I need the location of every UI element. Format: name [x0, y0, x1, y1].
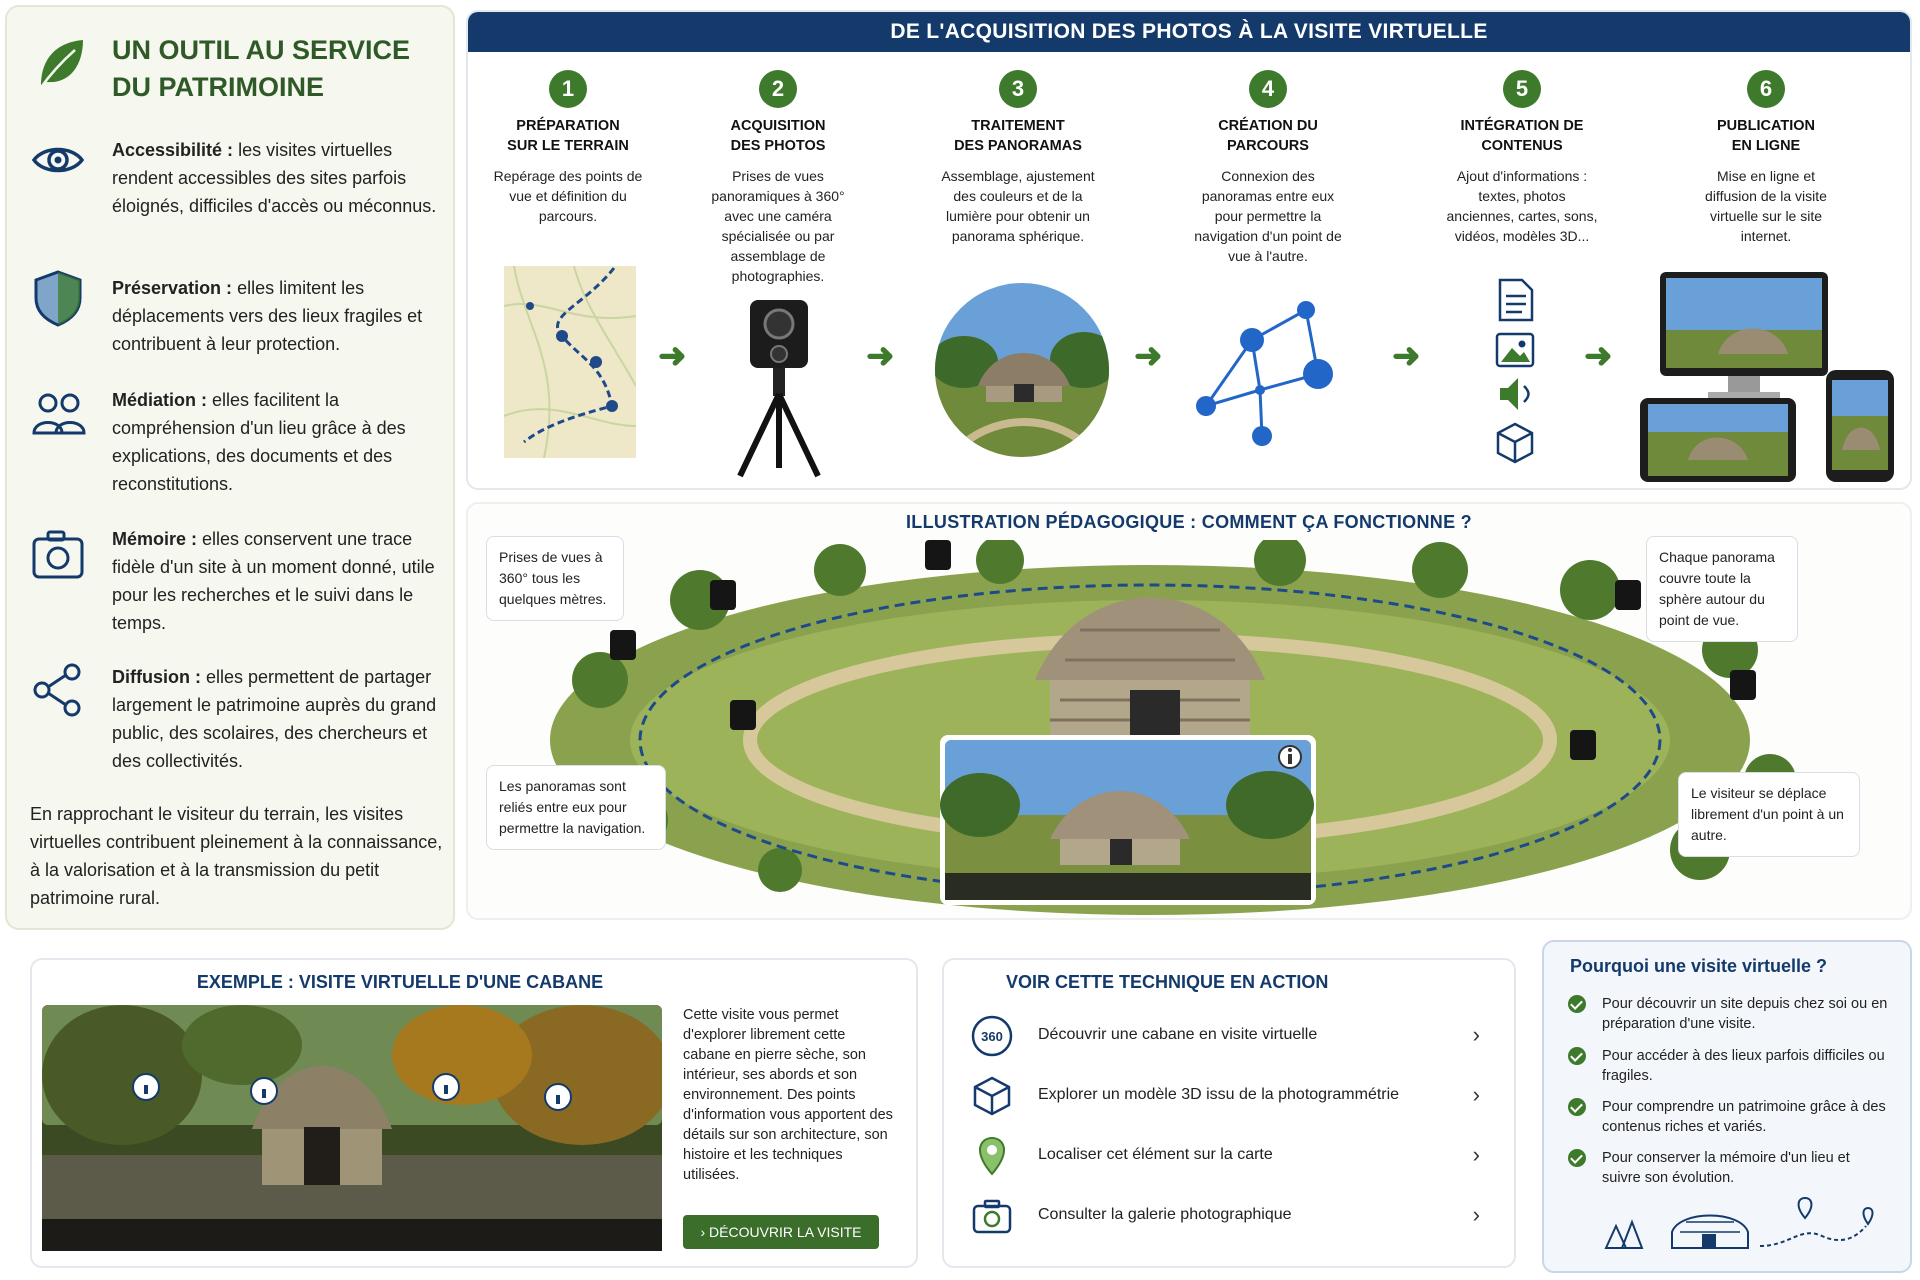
step-description: Prises de vues panoramiques à 360° avec …	[711, 168, 845, 284]
step-publication: 6 PUBLICATION EN LIGNE Mise en ligne et …	[1666, 70, 1866, 246]
step-title: PUBLICATION EN LIGNE	[1716, 118, 1815, 154]
why-item: Pour accéder à des lieux parfois diffici…	[1568, 1046, 1892, 1086]
callout-visitor-moves: Le visiteur se déplace librement d'un po…	[1678, 772, 1860, 857]
callout-sphere: Chaque panorama couvre toute la sphère a…	[1646, 536, 1798, 642]
devices-icon	[1640, 272, 1894, 482]
arrow-right-icon: ➜	[1392, 337, 1421, 375]
360-camera-icon	[737, 300, 821, 478]
step-number: 3	[999, 70, 1037, 108]
benefit-mediation: Médiation : elles facilitent la compréhe…	[112, 390, 406, 494]
action-item-gallery[interactable]: Consulter la galerie photographique ›	[970, 1194, 1490, 1238]
why-item: Pour découvrir un site depuis chez soi o…	[1568, 994, 1892, 1034]
leaf-icon	[37, 40, 83, 91]
check-icon	[1568, 1149, 1586, 1167]
callout-360-shots: Prises de vues à 360° tous les quelques …	[486, 536, 624, 621]
benefit-preservation: Préservation : elles limitent les déplac…	[112, 278, 423, 354]
arrow-right-icon: ➜	[1134, 337, 1163, 375]
people-icon	[32, 393, 86, 435]
chevron-right-icon: ›	[1472, 1142, 1480, 1167]
action-item-3d-model[interactable]: Explorer un modèle 3D issu de la photogr…	[970, 1074, 1490, 1118]
arrow-right-icon: ➜	[866, 337, 895, 375]
chevron-right-icon: ›	[1472, 1022, 1480, 1047]
chevron-right-icon: ›	[1472, 1202, 1480, 1227]
panorama-viewer-preview	[940, 735, 1316, 905]
svg-text:360: 360	[981, 1029, 1003, 1044]
step-description: Mise en ligne et diffusion de la visite …	[1705, 168, 1827, 244]
panel-title: UN OUTIL AU SERVICE DU PATRIMOINE	[112, 35, 411, 102]
example-title: EXEMPLE : VISITE VIRTUELLE D'UNE CABANE	[196, 972, 604, 992]
step-title: ACQUISITION DES PHOTOS	[730, 118, 826, 154]
panorama-network-icon	[1196, 301, 1333, 446]
step-acquisition: 2 ACQUISITION DES PHOTOS Prises de vues …	[678, 70, 878, 286]
why-item: Pour conserver la mémoire d'un lieu et s…	[1568, 1148, 1892, 1188]
step-processing: 3 TRAITEMENT DES PANORAMAS Assemblage, a…	[918, 70, 1118, 246]
step-number: 4	[1249, 70, 1287, 108]
why-title: Pourquoi une visite virtuelle ?	[1570, 956, 1828, 976]
action-label: Consulter la galerie photographique	[1038, 1206, 1292, 1223]
step-preparation: 1 PRÉPARATION SUR LE TERRAIN Repérage de…	[468, 70, 668, 226]
step-description: Ajout d'informations : textes, photos an…	[1446, 168, 1598, 244]
step-number: 6	[1747, 70, 1785, 108]
step-description: Connexion des panoramas entre eux pour p…	[1194, 168, 1342, 264]
landscape-route-icon	[1604, 1196, 1874, 1249]
illustration-title: ILLUSTRATION PÉDAGOGIQUE : COMMENT ÇA FO…	[906, 512, 1472, 532]
action-item-map[interactable]: Localiser cet élément sur la carte ›	[970, 1134, 1490, 1178]
workflow-header: DE L'ACQUISITION DES PHOTOS À LA VISITE …	[468, 12, 1910, 52]
action-section	[942, 958, 1516, 1268]
arrow-right-icon: ➜	[1584, 337, 1613, 375]
map-pin-icon	[978, 1136, 1006, 1176]
arrow-right-icon: ➜	[658, 337, 687, 375]
eye-icon	[31, 147, 85, 173]
step-content-integration: 5 INTÉGRATION DE CONTENUS Ajout d'inform…	[1422, 70, 1622, 246]
step-title: CRÉATION DU PARCOURS	[1218, 118, 1318, 154]
step-number: 2	[759, 70, 797, 108]
chevron-right-icon: ›	[1472, 1082, 1480, 1107]
benefit-accessibility: Accessibilité : les visites virtuelles r…	[112, 140, 437, 216]
360-icon: 360	[971, 1015, 1013, 1057]
why-item: Pour comprendre un patrimoine grâce à de…	[1568, 1097, 1892, 1137]
benefit-memory: Mémoire : elles conservent une trace fid…	[112, 529, 435, 633]
step-description: Assemblage, ajustement des couleurs et d…	[941, 168, 1095, 244]
action-label: Découvrir une cabane en visite virtuelle	[1038, 1026, 1318, 1043]
discover-tour-button[interactable]: › DÉCOUVRIR LA VISITE	[683, 1215, 879, 1249]
spherical-panorama-icon	[935, 283, 1109, 457]
action-item-virtual-tour[interactable]: 360 Découvrir une cabane en visite virtu…	[970, 1014, 1490, 1058]
check-icon	[1568, 1098, 1586, 1116]
check-icon	[1568, 1047, 1586, 1065]
cube-icon	[973, 1076, 1011, 1116]
shield-icon	[34, 270, 82, 327]
step-description: Repérage des points de vue et définition…	[493, 168, 643, 224]
step-title: TRAITEMENT DES PANORAMAS	[954, 118, 1082, 154]
callout-linked-panoramas: Les panoramas sont reliés entre eux pour…	[486, 765, 666, 850]
action-label: Explorer un modèle 3D issu de la photogr…	[1038, 1086, 1400, 1103]
share-icon	[33, 663, 81, 717]
content-types-icon	[1495, 278, 1535, 464]
action-label: Localiser cet élément sur la carte	[1038, 1146, 1273, 1163]
benefit-diffusion: Diffusion : elles permettent de partager…	[112, 667, 437, 771]
example-description: Cette visite vous permet d'explorer libr…	[683, 1007, 893, 1183]
step-route-creation: 4 CRÉATION DU PARCOURS Connexion des pan…	[1168, 70, 1368, 266]
step-number: 5	[1503, 70, 1541, 108]
virtual-tour-viewer[interactable]	[42, 1005, 662, 1251]
check-icon	[1568, 995, 1586, 1013]
route-map-icon	[504, 266, 636, 458]
step-title: PRÉPARATION SUR LE TERRAIN	[507, 118, 629, 154]
step-number: 1	[549, 70, 587, 108]
action-title: VOIR CETTE TECHNIQUE EN ACTION	[1006, 972, 1329, 992]
camera-icon	[972, 1199, 1012, 1234]
panel-conclusion: En rapprochant le visiteur du terrain, l…	[30, 804, 443, 908]
step-title: INTÉGRATION DE CONTENUS	[1460, 118, 1584, 154]
camera-icon	[32, 530, 84, 579]
